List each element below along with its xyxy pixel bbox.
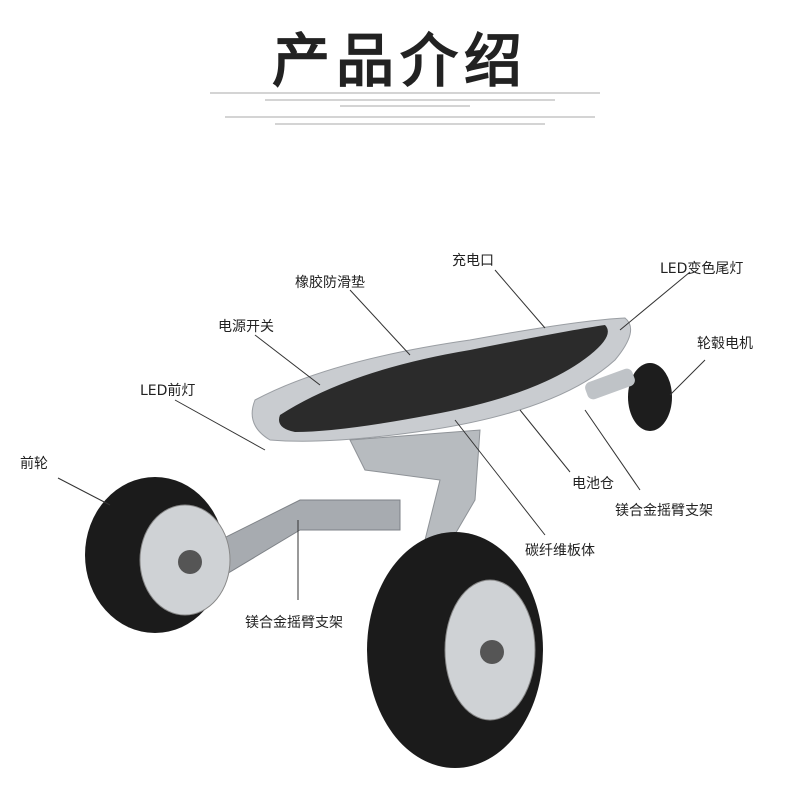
hub-motor-wheel — [628, 363, 672, 431]
label-rear-arm: 镁合金摇臂支架 — [615, 503, 713, 519]
label-power-switch: 电源开关 — [218, 319, 274, 335]
rubber-pad — [279, 325, 608, 432]
label-front-light: LED前灯 — [140, 383, 196, 399]
callout-lines — [57, 269, 706, 600]
label-rubber-pad: 橡胶防滑垫 — [295, 275, 365, 291]
label-battery: 电池仓 — [572, 476, 614, 492]
label-front-wheel: 前轮 — [20, 456, 48, 472]
label-front-arm: 镁合金摇臂支架 — [245, 615, 343, 631]
label-carbon-body: 碳纤维板体 — [525, 543, 595, 559]
label-hub-motor: 轮毂电机 — [697, 336, 753, 352]
label-charging-port: 充电口 — [452, 253, 494, 269]
page-title: 产品介绍 — [271, 27, 528, 95]
label-tail-light: LED变色尾灯 — [660, 261, 744, 277]
